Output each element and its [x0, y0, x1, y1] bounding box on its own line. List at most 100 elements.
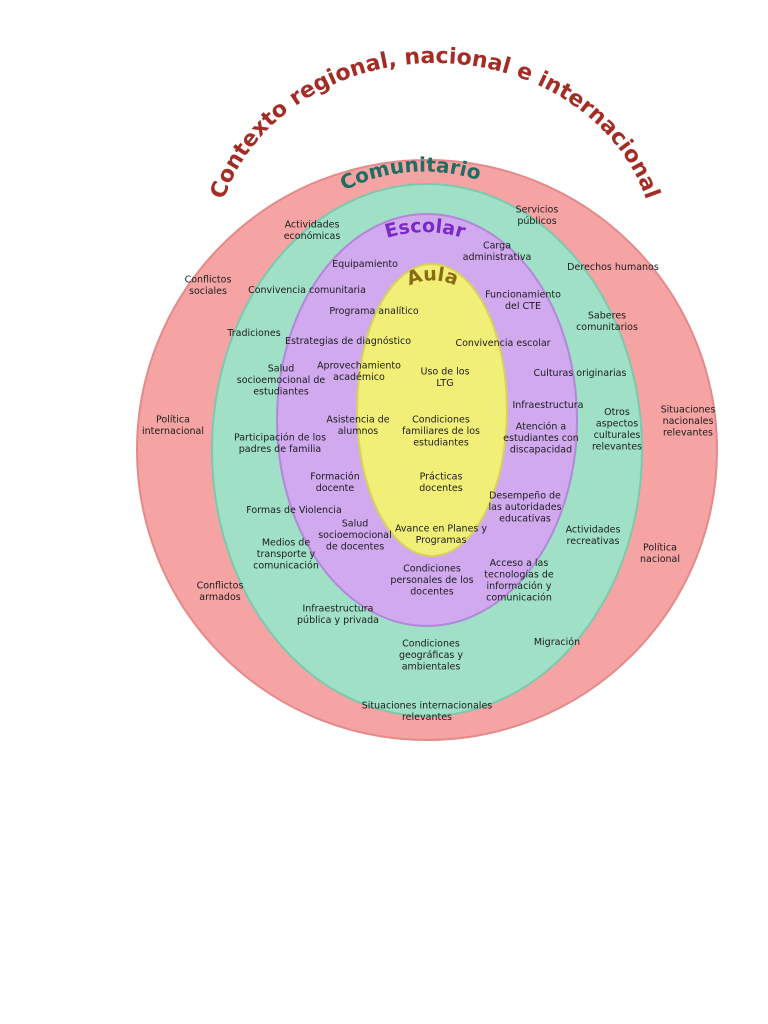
comunitario-factor-label: Convivencia comunitaria: [248, 285, 366, 296]
factor-label-line: docentes: [410, 587, 454, 598]
factor-label-line: docente: [316, 483, 355, 494]
factor-label-line: relevantes: [663, 428, 713, 439]
factor-label-line: Aprovechamiento: [317, 360, 401, 371]
factor-label-line: Condiciones: [403, 564, 461, 575]
factor-label-line: Estrategias de diagnóstico: [285, 336, 411, 347]
factor-label-line: pública y privada: [297, 615, 379, 626]
factor-label-line: tecnologías de: [484, 569, 554, 580]
factor-label-line: Saberes: [588, 310, 626, 321]
factor-label-line: estudiantes con: [503, 433, 579, 444]
factor-label-line: Condiciones: [412, 415, 470, 426]
factor-label-line: geográficas y: [399, 650, 463, 661]
factor-label-line: Migración: [534, 637, 580, 648]
factor-label-line: Equipamiento: [332, 259, 398, 270]
factor-label-line: familiares de los: [402, 426, 480, 437]
factor-label-line: internacional: [142, 426, 204, 437]
factor-label-line: relevantes: [402, 712, 452, 723]
factor-label-line: sociales: [189, 286, 227, 297]
factor-label-line: Convivencia escolar: [455, 338, 550, 349]
factor-label-line: las autoridades: [488, 502, 561, 513]
factor-label-line: recreativas: [567, 536, 620, 547]
factor-label-line: docentes: [419, 483, 463, 494]
aula-ring: [356, 263, 508, 557]
factor-label-line: Conflictos: [185, 274, 232, 285]
factor-label-line: ambientales: [402, 662, 461, 673]
factor-label-line: discapacidad: [510, 445, 572, 456]
factor-label-line: Situaciones internacionales: [362, 700, 493, 711]
escolar-factor-label: Programa analítico: [329, 306, 418, 317]
factor-label-line: Actividades: [566, 524, 621, 535]
factor-label-line: Tradiciones: [226, 328, 280, 339]
factor-label-line: Atención a: [516, 422, 566, 433]
factor-label-line: Avance en Planes y: [395, 523, 487, 534]
factor-label-line: Medios de: [262, 538, 311, 549]
factor-label-line: Servicios: [516, 204, 559, 215]
factor-label-line: Otros: [604, 407, 630, 418]
factor-label-line: educativas: [499, 514, 551, 525]
factor-label-line: aspectos: [596, 418, 638, 429]
factor-label-line: Conflictos: [197, 580, 244, 591]
factor-label-line: del CTE: [505, 301, 541, 312]
factor-label-line: Salud: [342, 519, 369, 530]
factor-label-line: Acceso a las: [490, 558, 549, 569]
factor-label-line: socioemocional: [318, 530, 392, 541]
factor-label-line: Funcionamiento: [485, 289, 561, 300]
factor-label-line: información y: [487, 581, 552, 592]
factor-label-line: nacional: [640, 554, 680, 565]
factor-label-line: comunitarios: [576, 322, 638, 333]
factor-label-line: Carga: [483, 240, 511, 251]
factor-label-line: Convivencia comunitaria: [248, 285, 366, 296]
escolar-factor-label: Equipamiento: [332, 259, 398, 270]
factor-label-line: relevantes: [592, 441, 642, 452]
escolar-factor-label: Convivencia escolar: [455, 338, 550, 349]
comunitario-factor-label: Derechos humanos: [567, 262, 659, 273]
factor-label-line: Desempeño de: [489, 491, 561, 502]
comunitario-factor-label: Tradiciones: [226, 328, 280, 339]
escolar-factor-label: Culturas originarias: [534, 368, 627, 379]
factor-label-line: comunicación: [253, 561, 319, 572]
escolar-factor-label: Estrategias de diagnóstico: [285, 336, 411, 347]
factor-label-line: Infraestructura: [302, 603, 373, 614]
factor-label-line: Política: [643, 542, 677, 553]
factor-label-line: públicos: [517, 216, 556, 227]
factor-label-line: Programa analítico: [329, 306, 418, 317]
factor-label-line: comunicación: [486, 592, 552, 603]
factor-label-line: padres de familia: [239, 444, 321, 455]
factor-label-line: Política: [156, 414, 190, 425]
factor-label-line: Actividades: [285, 219, 340, 230]
factor-label-line: culturales: [594, 430, 641, 441]
factor-label-line: Culturas originarias: [534, 368, 627, 379]
factor-label-line: personales de los: [390, 575, 473, 586]
factor-label-line: de docentes: [326, 542, 384, 553]
factor-label-line: académico: [333, 372, 385, 383]
factor-label-line: Formación: [310, 471, 359, 482]
factor-label-line: estudiantes: [413, 438, 469, 449]
factor-label-line: nacionales: [663, 416, 714, 427]
factor-label-line: LTG: [436, 378, 453, 389]
factor-label-line: Formas de Violencia: [246, 505, 342, 516]
comunitario-factor-label: Migración: [534, 637, 580, 648]
